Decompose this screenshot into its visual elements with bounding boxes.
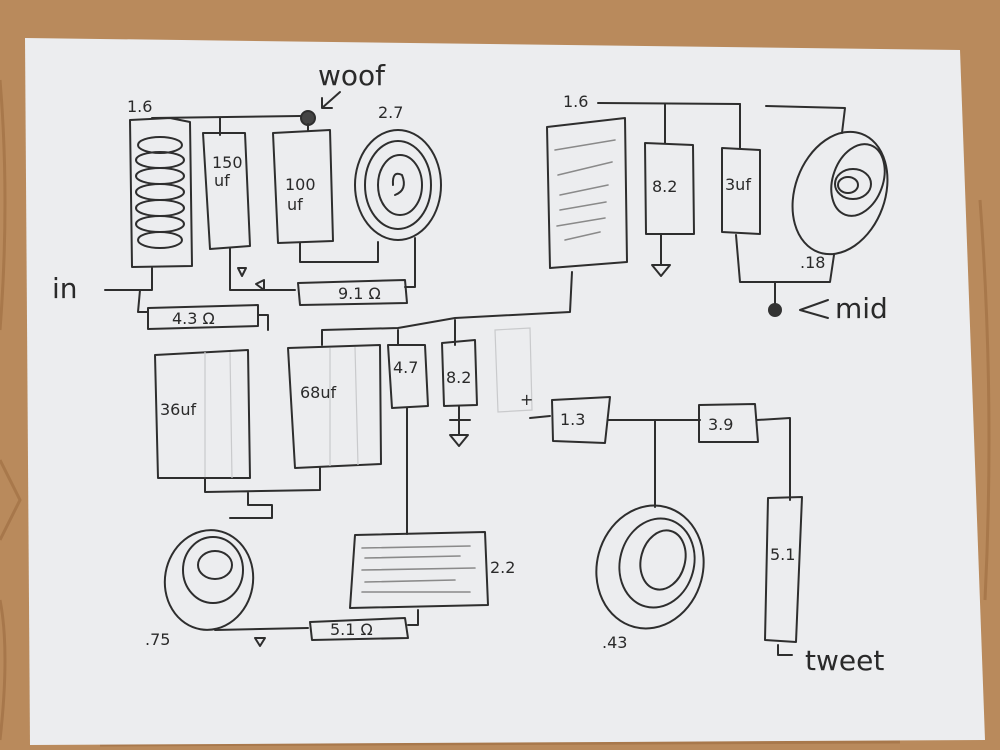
- input-label: in: [52, 272, 78, 305]
- wire: [407, 609, 419, 626]
- driver-75-label: .75: [145, 630, 170, 649]
- ground-icon: [237, 267, 247, 277]
- middle-section: 36uf 68uf 4.7 8.2 2.2 .75 5.1 Ω: [145, 319, 533, 649]
- resistor-9-1-label: 9.1 Ω: [338, 284, 381, 303]
- mid-cap-label: 3uf: [725, 175, 751, 194]
- woofer-cap-150: [202, 132, 251, 250]
- tweeter-resistor-1-3: [551, 396, 611, 444]
- mid-speaker-icon: [791, 130, 889, 256]
- woofer-driver-label: 2.7: [378, 103, 403, 122]
- ground-icon: [255, 279, 265, 291]
- resistor-4-7-label: 4.7: [393, 358, 418, 377]
- wire: [214, 627, 309, 631]
- mid-terminal: [768, 303, 782, 317]
- arrow-icon: [321, 91, 341, 109]
- woofer-terminal: [300, 110, 316, 126]
- cap-36uf-label: 36uf: [160, 400, 197, 419]
- tweeter-section: + 1.3 3.9 5.1 tweet .43: [520, 390, 884, 677]
- resistor-5-1-ohm-label: 5.1 Ω: [330, 620, 373, 639]
- tweeter-speaker-icon: [595, 504, 705, 630]
- woofer-resistor-4-3: [147, 304, 259, 330]
- ground-icon: [254, 637, 266, 647]
- resistor-1-3-label: 1.3: [560, 410, 585, 429]
- cap-150-value: 150: [212, 153, 243, 172]
- tweeter-driver-label: .43: [602, 633, 627, 652]
- speaker-75-icon: [163, 529, 255, 631]
- wire: [204, 467, 321, 519]
- wire: [151, 115, 301, 119]
- inductor-2-2: [349, 531, 489, 609]
- wire: [777, 644, 793, 656]
- woofer-resistor-9-1: [297, 279, 408, 306]
- mid-driver-label: .18: [800, 253, 825, 272]
- mid-inductor-label: 1.6: [563, 92, 588, 111]
- resistor-8-2: [441, 339, 478, 407]
- coil-lines: [554, 139, 616, 241]
- cap-36uf: [154, 349, 251, 479]
- mid-cap-3uf: [721, 147, 761, 235]
- erased-lines: [329, 346, 359, 466]
- wire: [404, 237, 416, 288]
- coil-lines: [361, 545, 476, 593]
- ground-icon: [651, 264, 671, 277]
- wire: [321, 271, 573, 346]
- mid-inductor: [546, 117, 628, 269]
- arrow-icon: [799, 299, 829, 319]
- wire: [229, 247, 296, 291]
- resistor-4-3-label: 4.3 Ω: [172, 309, 215, 328]
- woofer-section: 1.6 150 uf 100 uf woof 2.7 9.1 Ω in: [52, 59, 442, 331]
- wire: [735, 234, 835, 283]
- wire: [756, 417, 791, 501]
- input-wire: [104, 267, 153, 313]
- coil-icon: [135, 136, 185, 249]
- tweet-label: tweet: [805, 644, 884, 677]
- mid-resistor-8-2: [644, 142, 695, 235]
- wire: [597, 102, 741, 105]
- cap-68uf: [287, 344, 382, 469]
- wire: [529, 415, 551, 419]
- wire: [257, 314, 269, 331]
- resistor-8-2-label: 8.2: [446, 368, 471, 387]
- woofer-inductor-label: 1.6: [127, 97, 152, 116]
- resistor-5-1-ohm: [309, 617, 409, 641]
- midrange-section: 1.6 8.2 3uf .18 mid: [321, 92, 889, 346]
- plus-sign: +: [520, 390, 533, 409]
- cap-100-unit: uf: [287, 195, 303, 214]
- woofer-inductor: [129, 117, 193, 268]
- cap-68uf-label: 68uf: [300, 383, 337, 402]
- tweeter-resistor-3-9: [698, 403, 759, 443]
- resistor-5-1-label: 5.1: [770, 545, 795, 564]
- wire: [449, 405, 471, 436]
- erased-box: [494, 327, 533, 413]
- cap-100-value: 100: [285, 175, 316, 194]
- tweeter-resistor-5-1: [764, 496, 803, 643]
- ground-icon: [449, 434, 469, 447]
- resistor-4-7: [387, 344, 429, 409]
- wire: [299, 241, 379, 263]
- mid-resistor-8-2-label: 8.2: [652, 177, 677, 196]
- inductor-2-2-label: 2.2: [490, 558, 515, 577]
- woof-label: woof: [318, 59, 386, 92]
- erased-lines: [204, 351, 233, 479]
- wire: [765, 105, 846, 134]
- wood-grain: [0, 79, 991, 747]
- resistor-3-9-label: 3.9: [708, 415, 733, 434]
- paper-sheet: [25, 38, 985, 745]
- woofer-cap-100: [272, 129, 334, 244]
- woofer-speaker-icon: [354, 129, 442, 241]
- mid-label: mid: [835, 292, 888, 325]
- cap-150-unit: uf: [214, 171, 230, 190]
